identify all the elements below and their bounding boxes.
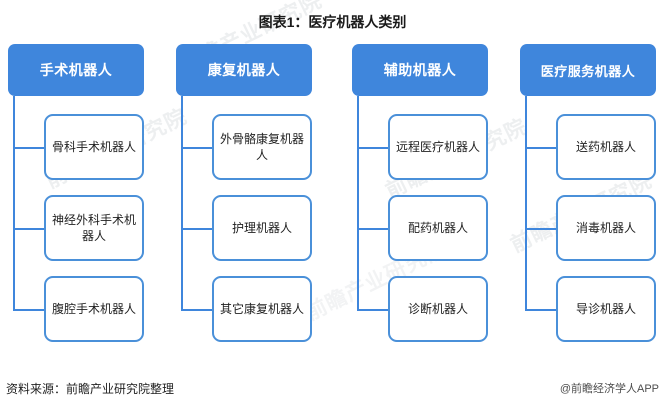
category-column-rehabilitation: 康复机器人 外骨骼康复机器人 护理机器人 其它康复机器人 — [176, 44, 312, 374]
connector-trunk — [525, 96, 527, 309]
category-item[interactable]: 导诊机器人 — [556, 276, 656, 342]
connector-stub — [357, 147, 388, 149]
category-item[interactable]: 腹腔手术机器人 — [44, 276, 144, 342]
connector-trunk — [13, 96, 15, 309]
connector-stub — [181, 147, 212, 149]
category-item[interactable]: 其它康复机器人 — [212, 276, 312, 342]
category-column-assistive: 辅助机器人 远程医疗机器人 配药机器人 诊断机器人 — [352, 44, 488, 374]
category-header[interactable]: 医疗服务机器人 — [520, 44, 656, 96]
source-note: 资料来源：前瞻产业研究院整理 — [6, 382, 175, 396]
app-credit: @前瞻经济学人APP — [559, 383, 659, 395]
category-item[interactable]: 配药机器人 — [388, 195, 488, 261]
connector-stub — [181, 228, 212, 230]
connector-trunk — [181, 96, 183, 309]
category-column-medical-service: 医疗服务机器人 送药机器人 消毒机器人 导诊机器人 — [520, 44, 656, 374]
category-header[interactable]: 康复机器人 — [176, 44, 312, 96]
connector-stub — [13, 147, 44, 149]
category-item[interactable]: 诊断机器人 — [388, 276, 488, 342]
connector-trunk — [357, 96, 359, 309]
connector-stub — [13, 228, 44, 230]
page-title: 图表1：医疗机器人类别 — [258, 14, 407, 30]
category-item[interactable]: 外骨骼康复机器人 — [212, 114, 312, 180]
category-header[interactable]: 手术机器人 — [8, 44, 144, 96]
category-header[interactable]: 辅助机器人 — [352, 44, 488, 96]
category-column-surgical: 手术机器人 骨科手术机器人 神经外科手术机器人 腹腔手术机器人 — [8, 44, 144, 374]
category-item[interactable]: 骨科手术机器人 — [44, 114, 144, 180]
category-item[interactable]: 护理机器人 — [212, 195, 312, 261]
category-item[interactable]: 远程医疗机器人 — [388, 114, 488, 180]
connector-stub — [13, 309, 44, 311]
category-item[interactable]: 送药机器人 — [556, 114, 656, 180]
category-diagram: 手术机器人 骨科手术机器人 神经外科手术机器人 腹腔手术机器人 康复机器人 外骨… — [0, 44, 665, 374]
connector-stub — [357, 309, 388, 311]
footer: 资料来源：前瞻产业研究院整理 @前瞻经济学人APP — [0, 380, 665, 404]
connector-stub — [181, 309, 212, 311]
connector-stub — [525, 228, 556, 230]
category-item[interactable]: 消毒机器人 — [556, 195, 656, 261]
connector-stub — [525, 147, 556, 149]
connector-stub — [357, 228, 388, 230]
category-item[interactable]: 神经外科手术机器人 — [44, 195, 144, 261]
connector-stub — [525, 309, 556, 311]
